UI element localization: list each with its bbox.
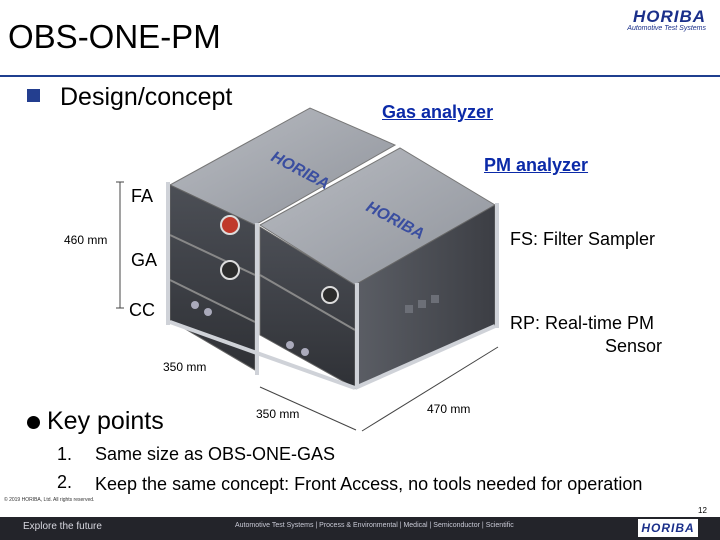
horiba-logo: HORIBA Automotive Test Systems	[627, 8, 706, 33]
page-title: OBS-ONE-PM	[8, 18, 221, 55]
depth-dimension-line-a	[259, 386, 357, 431]
pm-analyzer-label: PM analyzer	[484, 155, 589, 175]
round-bullet-icon	[27, 416, 40, 429]
key-point-number: 2.	[57, 472, 73, 492]
key-points-heading: Key points	[47, 407, 164, 435]
key-point-text: Keep the same concept: Front Access, no …	[95, 474, 643, 494]
logo-subtitle: Automotive Test Systems	[627, 25, 706, 32]
device-illustration: HORIBA HORIBA	[166, 107, 499, 390]
key-point-text: Same size as OBS-ONE-GAS	[95, 444, 336, 464]
width-dimension-label: 350 mm	[163, 360, 207, 374]
height-dimension-line	[116, 181, 124, 309]
depth-dimension-line-b	[361, 346, 499, 432]
depth-dimension-label-b: 470 mm	[427, 402, 471, 416]
square-bullet-icon	[27, 89, 40, 102]
fa-label: FA	[131, 186, 154, 206]
footer-bar	[0, 517, 720, 540]
rp-label-line2: Sensor	[605, 336, 663, 356]
gas-analyzer-label: Gas analyzer	[382, 102, 494, 122]
rp-label-line1: RP: Real-time PM	[510, 313, 655, 333]
height-dimension-label: 460 mm	[64, 233, 108, 247]
cc-label: CC	[129, 300, 155, 320]
footer-logo-word: HORIBA	[641, 521, 695, 535]
ga-label: GA	[131, 250, 158, 270]
footer-segments: Automotive Test Systems | Process & Envi…	[235, 522, 514, 529]
logo-word: HORIBA	[632, 7, 706, 26]
page-number: 12	[698, 506, 707, 515]
fs-label: FS: Filter Sampler	[510, 229, 656, 249]
section-heading: Design/concept	[60, 83, 233, 111]
title-rule	[0, 75, 720, 77]
copyright-text: © 2019 HORIBA, Ltd. All rights reserved.	[4, 497, 95, 503]
footer-tagline: Explore the future	[23, 521, 102, 532]
depth-dimension-label-a: 350 mm	[256, 407, 300, 421]
key-point-number: 1.	[57, 444, 73, 464]
footer-logo: HORIBA	[638, 519, 698, 537]
